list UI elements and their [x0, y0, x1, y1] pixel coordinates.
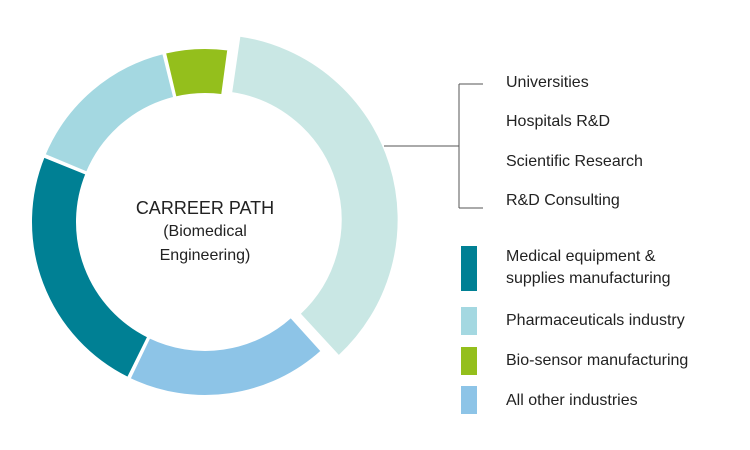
- legend-swatch-all-other: [461, 386, 477, 414]
- legend-label-medical-equipment-line-2: supplies manufacturing: [506, 270, 671, 287]
- breakdown-item-hospitals-rd: Hospitals R&D: [506, 113, 611, 130]
- breakdown-item-rd-consulting: R&D Consulting: [506, 192, 620, 209]
- legend-swatch-pharmaceuticals: [461, 307, 477, 335]
- donut-slice-all-other-industries: [128, 315, 324, 397]
- legend-label-medical-equipment: Medical equipment & supplies manufacturi…: [506, 246, 741, 290]
- legend-label-all-other: All other industries: [506, 392, 638, 409]
- donut-slice-pharmaceuticals-industry: [43, 51, 176, 174]
- legend-swatch-bio-sensor: [461, 347, 477, 375]
- legend-swatch-medical-equipment: [461, 246, 477, 291]
- legend-label-bio-sensor: Bio-sensor manufacturing: [506, 352, 689, 369]
- donut-center-label: CARREER PATH (Biomedical Engineering): [105, 196, 305, 268]
- breakdown-item-universities: Universities: [506, 74, 589, 91]
- breakdown-bracket: [384, 83, 483, 209]
- donut-slice-medical-equipment-supplies-manufacturing: [30, 155, 150, 380]
- legend-label-medical-equipment-line-1: Medical equipment &: [506, 248, 656, 265]
- legend-label-pharmaceuticals: Pharmaceuticals industry: [506, 312, 685, 329]
- breakdown-item-scientific-research: Scientific Research: [506, 153, 643, 170]
- chart-subtitle-line-1: (Biomedical: [163, 223, 247, 240]
- chart-subtitle-line-2: Engineering): [159, 247, 251, 264]
- chart-title: CARREER PATH: [135, 198, 275, 218]
- donut-slice-pharmaceuticals-industry: [229, 34, 400, 358]
- donut-slice-bio-sensor-manufacturing: [163, 47, 230, 99]
